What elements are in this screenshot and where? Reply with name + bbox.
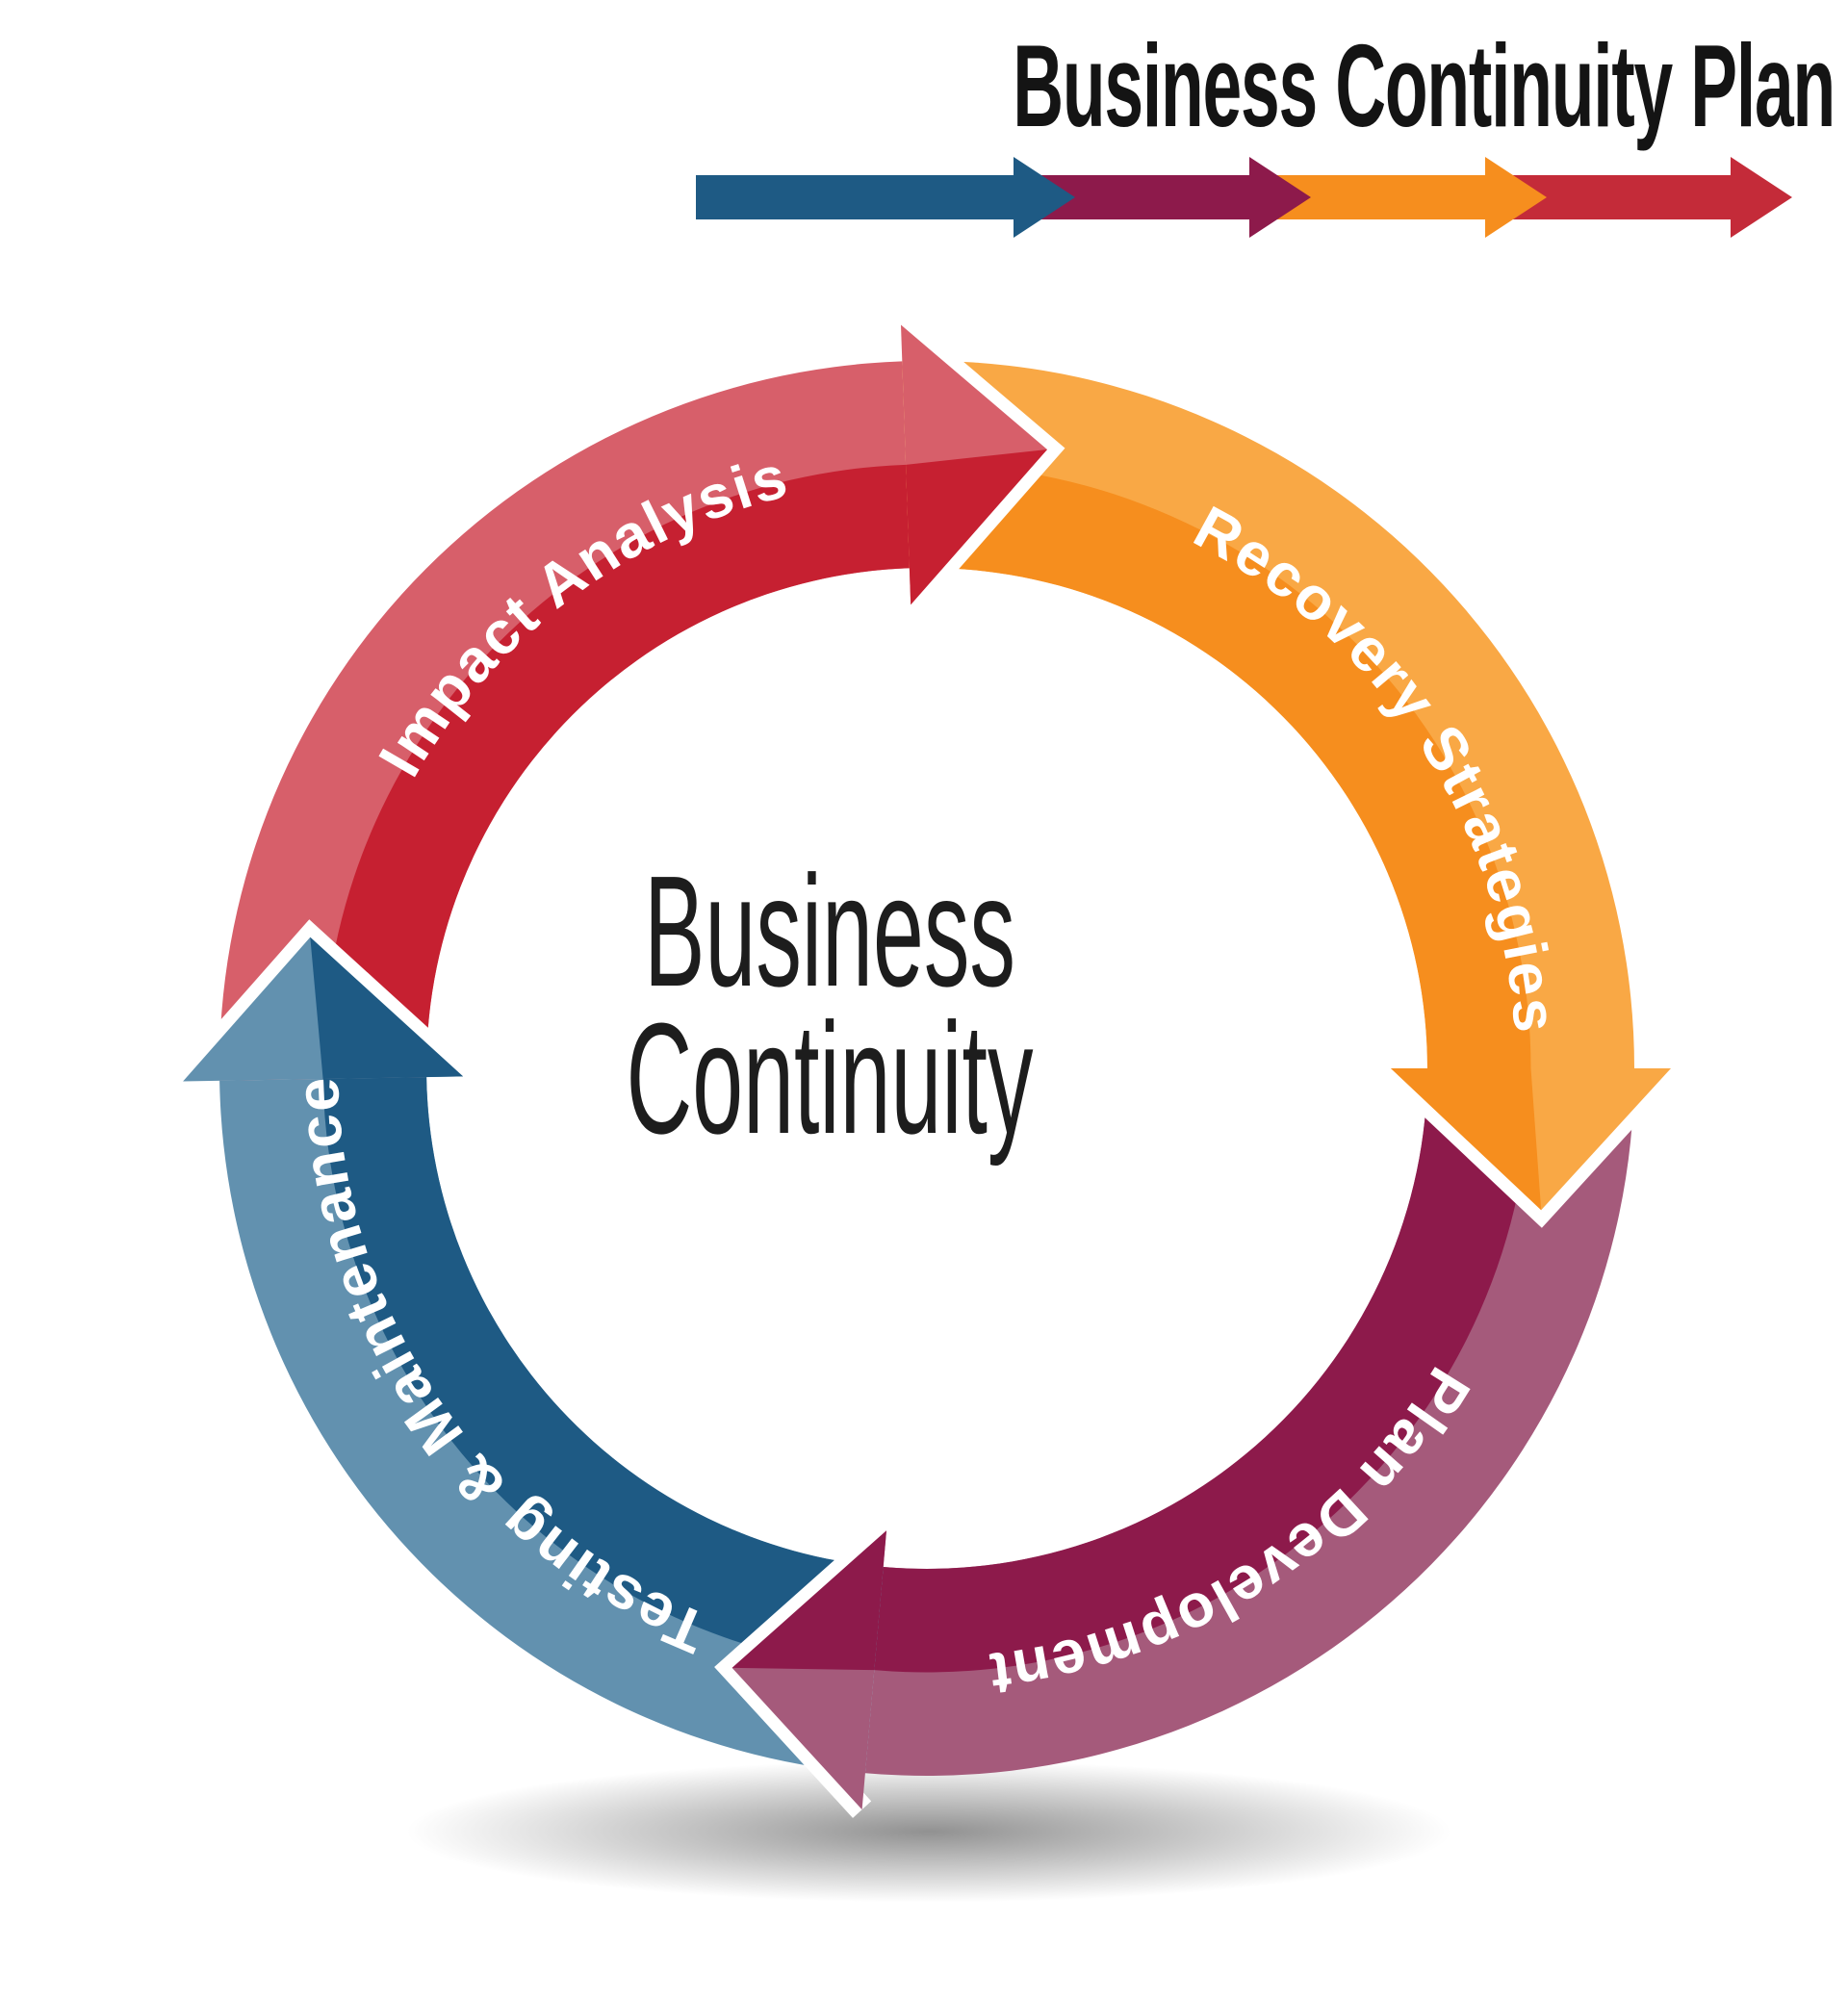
cycle-arrowheads: [173, 315, 1681, 1818]
arrow-bar-step-4: [1484, 157, 1792, 238]
segment-arrowhead-shade-recovery-strategies: [1391, 1068, 1542, 1211]
center-label-line2: Continuity: [626, 989, 1034, 1167]
cycle-bodies: [218, 360, 1634, 1777]
page-title-text: Business Continuity Plan: [1013, 20, 1835, 151]
segment-arrowhead-shade-impact-analysis: [906, 449, 1047, 605]
arrow-bar-step-3: [1248, 157, 1547, 238]
center-label: Business Continuity: [478, 853, 1180, 1158]
center-label-line1: Business: [644, 843, 1015, 1019]
page-title: Business Continuity Plan: [465, 25, 1835, 150]
arrow-bar-step-2: [1013, 157, 1311, 238]
arrow-bar: [696, 157, 1792, 238]
segment-arrowhead-shade-plan-development: [732, 1530, 886, 1671]
arrow-bar-step-1: [696, 157, 1075, 238]
segment-arrowhead-shade-testing-maintenance: [310, 936, 464, 1079]
